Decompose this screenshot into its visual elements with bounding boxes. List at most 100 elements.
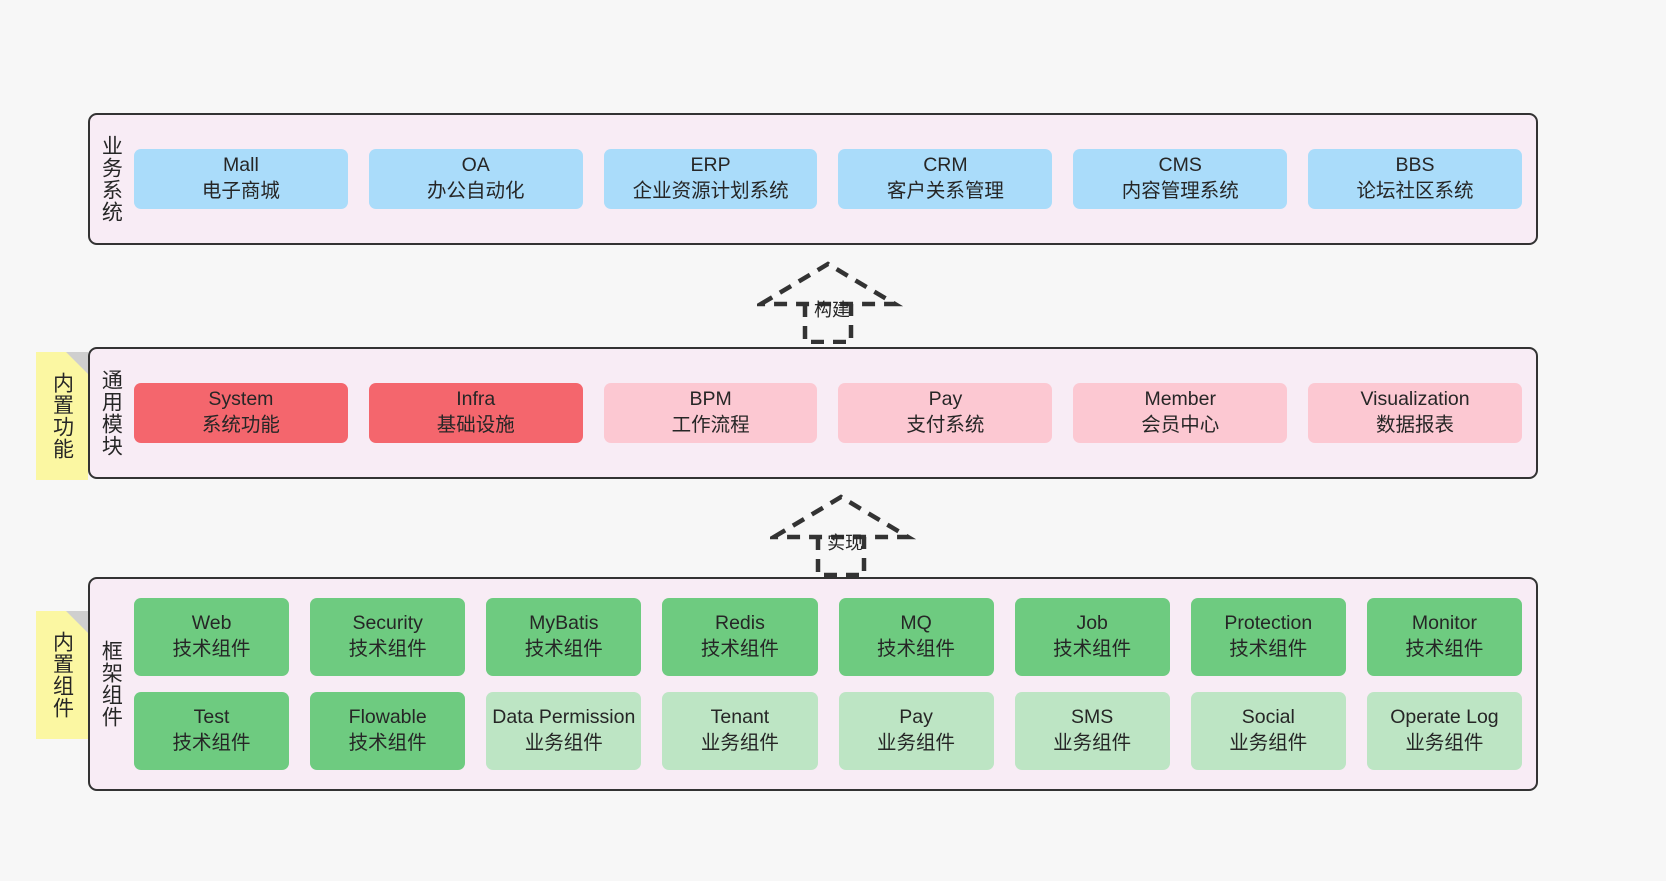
node-subtitle: 客户关系管理 bbox=[886, 180, 1004, 202]
node-title: OA bbox=[461, 154, 490, 177]
layer-label-common-module: 通用模块 bbox=[99, 369, 123, 457]
node-protection[interactable]: Protection 技术组件 bbox=[1190, 598, 1346, 676]
node-redis[interactable]: Redis 技术组件 bbox=[662, 598, 818, 676]
node-title: Mall bbox=[223, 154, 259, 177]
node-title: Infra bbox=[456, 388, 496, 411]
layer-row: Web 技术组件 Security 技术组件 MyBatis 技术组件 Redi… bbox=[134, 598, 1522, 676]
node-title: BBS bbox=[1395, 154, 1435, 177]
layer-business-system: 业务系统 Mall 电子商城 OA 办公自动化 ERP 企业资源计划系统 CRM… bbox=[88, 113, 1538, 245]
node-subtitle: 企业资源计划系统 bbox=[632, 180, 789, 202]
node-subtitle: 技术组件 bbox=[172, 732, 251, 754]
node-subtitle: 会员中心 bbox=[1141, 414, 1220, 436]
node-title: Pay bbox=[928, 388, 963, 411]
node-title: Test bbox=[193, 706, 230, 729]
node-subtitle: 内容管理系统 bbox=[1121, 180, 1239, 202]
layer-body-common-module: System 系统功能 Infra 基础设施 BPM 工作流程 Pay 支付系统… bbox=[130, 349, 1536, 477]
node-job[interactable]: Job 技术组件 bbox=[1014, 598, 1170, 676]
node-title: Visualization bbox=[1360, 388, 1470, 411]
node-subtitle: 技术组件 bbox=[348, 732, 427, 754]
note-fold-icon bbox=[66, 611, 88, 633]
node-bpm[interactable]: BPM 工作流程 bbox=[603, 383, 818, 443]
node-infra[interactable]: Infra 基础设施 bbox=[368, 383, 583, 443]
node-subtitle: 业务组件 bbox=[1405, 732, 1484, 754]
node-monitor[interactable]: Monitor 技术组件 bbox=[1366, 598, 1522, 676]
node-title: CMS bbox=[1158, 154, 1202, 177]
node-subtitle: 系统功能 bbox=[201, 414, 280, 436]
layer-label-framework-component: 框架组件 bbox=[99, 640, 123, 728]
node-subtitle: 业务组件 bbox=[700, 732, 779, 754]
connector-implement-label: 实现 bbox=[827, 533, 863, 553]
node-visualization[interactable]: Visualization 数据报表 bbox=[1308, 383, 1522, 443]
layer-framework-component: 框架组件 Web 技术组件 Security 技术组件 MyBatis 技术组件… bbox=[88, 577, 1538, 791]
node-bbs[interactable]: BBS 论坛社区系统 bbox=[1308, 149, 1522, 209]
node-web[interactable]: Web 技术组件 bbox=[134, 598, 290, 676]
node-crm[interactable]: CRM 客户关系管理 bbox=[838, 149, 1053, 209]
node-title: Job bbox=[1076, 612, 1108, 635]
connector-build: 构建 bbox=[752, 258, 907, 345]
node-pay-component[interactable]: Pay 业务组件 bbox=[838, 692, 994, 770]
node-subtitle: 技术组件 bbox=[1405, 638, 1484, 660]
node-subtitle: 技术组件 bbox=[1053, 638, 1132, 660]
node-subtitle: 支付系统 bbox=[906, 414, 985, 436]
node-oa[interactable]: OA 办公自动化 bbox=[368, 149, 583, 209]
node-subtitle: 业务组件 bbox=[877, 732, 956, 754]
node-subtitle: 技术组件 bbox=[700, 638, 779, 660]
layer-row: Mall 电子商城 OA 办公自动化 ERP 企业资源计划系统 CRM 客户关系… bbox=[134, 149, 1522, 209]
node-subtitle: 基础设施 bbox=[436, 414, 515, 436]
node-cms[interactable]: CMS 内容管理系统 bbox=[1073, 149, 1288, 209]
note-label: 内置功能 bbox=[50, 372, 74, 460]
node-title: BPM bbox=[689, 388, 732, 411]
node-member[interactable]: Member 会员中心 bbox=[1073, 383, 1288, 443]
connector-build-label: 构建 bbox=[814, 300, 850, 320]
node-title: Redis bbox=[715, 612, 765, 635]
node-title: ERP bbox=[690, 154, 731, 177]
node-subtitle: 技术组件 bbox=[877, 638, 956, 660]
node-title: Social bbox=[1241, 706, 1295, 729]
node-title: Web bbox=[191, 612, 232, 635]
layer-row: Test 技术组件 Flowable 技术组件 Data Permission … bbox=[134, 692, 1522, 770]
node-subtitle: 数据报表 bbox=[1376, 414, 1455, 436]
node-operate-log[interactable]: Operate Log 业务组件 bbox=[1366, 692, 1522, 770]
note-fold-icon bbox=[66, 352, 88, 374]
node-title: MQ bbox=[900, 612, 932, 635]
node-system[interactable]: System 系统功能 bbox=[134, 383, 348, 443]
note-label: 内置组件 bbox=[50, 631, 74, 719]
node-pay[interactable]: Pay 支付系统 bbox=[838, 383, 1053, 443]
node-title: Member bbox=[1144, 388, 1216, 411]
node-subtitle: 业务组件 bbox=[1053, 732, 1132, 754]
node-tenant[interactable]: Tenant 业务组件 bbox=[662, 692, 818, 770]
node-subtitle: 业务组件 bbox=[1229, 732, 1308, 754]
node-title: System bbox=[208, 388, 274, 411]
node-subtitle: 电子商城 bbox=[201, 180, 280, 202]
node-security[interactable]: Security 技术组件 bbox=[310, 598, 466, 676]
node-title: Monitor bbox=[1411, 612, 1477, 635]
node-subtitle: 技术组件 bbox=[348, 638, 427, 660]
build-arrow-icon bbox=[752, 261, 904, 345]
layer-body-framework-component: Web 技术组件 Security 技术组件 MyBatis 技术组件 Redi… bbox=[130, 579, 1536, 789]
node-title: Operate Log bbox=[1390, 706, 1499, 729]
connector-implement: 实现 bbox=[765, 491, 920, 578]
node-title: Protection bbox=[1224, 612, 1313, 635]
node-data-permission[interactable]: Data Permission 业务组件 bbox=[486, 692, 642, 770]
node-title: Security bbox=[352, 612, 423, 635]
node-mall[interactable]: Mall 电子商城 bbox=[134, 149, 348, 209]
node-subtitle: 技术组件 bbox=[172, 638, 251, 660]
node-flowable[interactable]: Flowable 技术组件 bbox=[310, 692, 466, 770]
node-title: CRM bbox=[923, 154, 968, 177]
node-subtitle: 技术组件 bbox=[1229, 638, 1308, 660]
node-sms[interactable]: SMS 业务组件 bbox=[1014, 692, 1170, 770]
node-subtitle: 技术组件 bbox=[524, 638, 603, 660]
layer-body-business-system: Mall 电子商城 OA 办公自动化 ERP 企业资源计划系统 CRM 客户关系… bbox=[130, 115, 1536, 243]
note-builtin-component: 内置组件 bbox=[36, 611, 88, 739]
node-social[interactable]: Social 业务组件 bbox=[1190, 692, 1346, 770]
node-title: Flowable bbox=[348, 706, 427, 729]
node-mybatis[interactable]: MyBatis 技术组件 bbox=[486, 598, 642, 676]
node-erp[interactable]: ERP 企业资源计划系统 bbox=[603, 149, 818, 209]
node-subtitle: 业务组件 bbox=[524, 732, 603, 754]
node-test[interactable]: Test 技术组件 bbox=[134, 692, 290, 770]
node-subtitle: 办公自动化 bbox=[426, 180, 525, 202]
node-title: MyBatis bbox=[529, 612, 599, 635]
node-subtitle: 论坛社区系统 bbox=[1356, 180, 1474, 202]
layer-label-business-system: 业务系统 bbox=[99, 135, 123, 223]
node-mq[interactable]: MQ 技术组件 bbox=[838, 598, 994, 676]
